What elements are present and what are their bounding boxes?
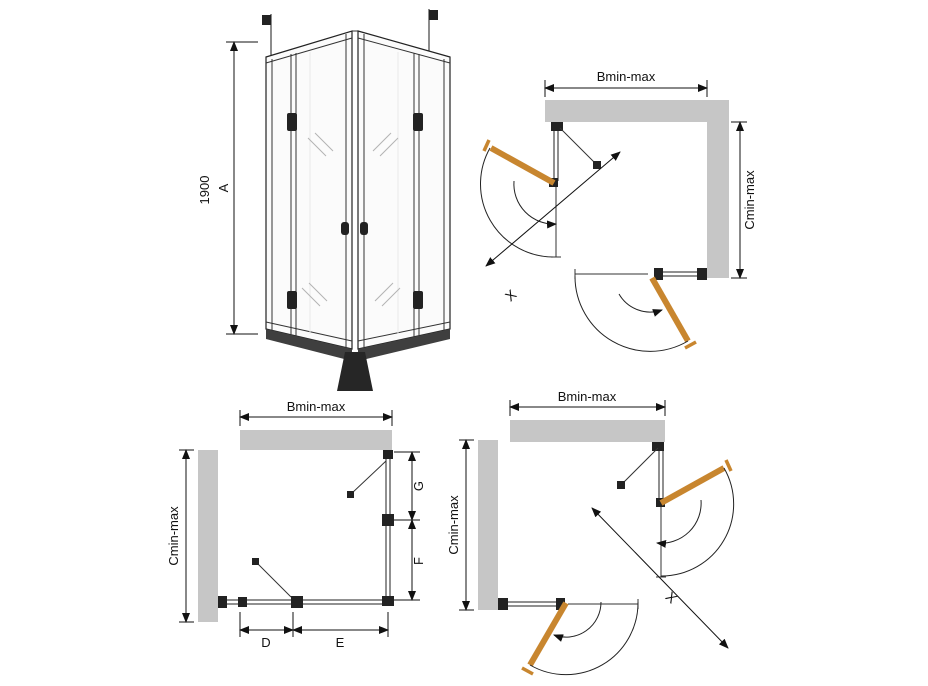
wall-top xyxy=(240,430,392,450)
base-left xyxy=(266,329,352,361)
entry-label: X xyxy=(663,588,681,607)
width-label: Bmin-max xyxy=(597,69,656,84)
hinge-icon xyxy=(413,113,423,131)
wall-right xyxy=(707,100,729,278)
support-bracket-left xyxy=(262,15,271,25)
hinge-icon xyxy=(656,498,665,507)
depth-label: Cmin-max xyxy=(742,170,757,230)
glass-panel-left xyxy=(265,30,353,350)
hinge-icon xyxy=(654,268,663,280)
glass-hatches xyxy=(301,132,401,307)
width-dimension: Bmin-max xyxy=(544,69,708,97)
width-label: Bmin-max xyxy=(287,399,346,414)
segment-e-label: E xyxy=(336,635,345,650)
height-letter-label: A xyxy=(216,183,231,192)
depth-dimension: Cmin-max xyxy=(731,121,757,279)
hinge-icon xyxy=(291,596,303,608)
segment-g-label: G xyxy=(411,481,426,491)
wall-profile xyxy=(383,450,393,459)
frame-right xyxy=(357,34,451,347)
hinge-icon xyxy=(617,481,625,489)
right-side-dimensions: G F xyxy=(394,451,426,601)
wall-profile xyxy=(551,122,563,131)
perspective-view: 1900 A xyxy=(197,9,451,391)
hinge-icon xyxy=(382,514,394,526)
wall-profile xyxy=(652,442,664,451)
hinge-icon xyxy=(252,558,259,565)
wall-top xyxy=(510,420,665,442)
height-dimension: 1900 A xyxy=(197,41,258,335)
width-dimension: Bmin-max xyxy=(239,399,393,426)
panel-half-open xyxy=(559,127,598,166)
door-ajar xyxy=(255,561,292,598)
door-handle-right xyxy=(360,222,368,235)
depth-label: Cmin-max xyxy=(166,506,181,566)
door-ajar xyxy=(350,460,387,495)
door-open-bottom xyxy=(649,276,691,343)
width-dimension: Bmin-max xyxy=(509,389,666,416)
wall-top xyxy=(545,100,729,122)
hinge-icon xyxy=(287,291,297,309)
entry-diagonal xyxy=(591,507,729,649)
wall-profile xyxy=(218,596,227,608)
plan-bottom-left: Bmin-max Cmin-max xyxy=(166,399,426,650)
door-handle-left xyxy=(341,222,349,235)
wall-profile xyxy=(697,268,707,280)
entry-diagonal xyxy=(485,151,621,267)
segment-d-label: D xyxy=(261,635,270,650)
door-handle-icon xyxy=(521,666,534,676)
base-right xyxy=(358,329,450,361)
wall-profile xyxy=(498,598,508,610)
depth-dimension: Cmin-max xyxy=(446,439,474,611)
plan-top-right: Bmin-max Cmin-max xyxy=(480,69,757,352)
door-handle-icon xyxy=(684,340,697,350)
hinge-icon xyxy=(287,113,297,131)
plan-bottom-right: Bmin-max Cmin-max xyxy=(446,389,735,676)
door-open-left xyxy=(489,145,556,186)
width-label: Bmin-max xyxy=(558,389,617,404)
hinge-icon xyxy=(556,598,565,610)
door-swing-arc xyxy=(574,275,689,352)
bottom-side-dimensions: D E xyxy=(239,612,389,650)
panel-half-open xyxy=(620,447,659,486)
corner-profile xyxy=(382,596,394,606)
door-open-right xyxy=(659,465,726,506)
swing-direction-arrow xyxy=(618,293,663,317)
hinge-icon xyxy=(238,597,247,607)
base-center-foot xyxy=(337,352,373,391)
entry-label: X xyxy=(502,286,520,305)
height-label: 1900 xyxy=(197,176,212,205)
segment-f-label: F xyxy=(411,557,426,565)
door-handle-icon xyxy=(482,139,491,152)
wall-left xyxy=(478,440,498,610)
support-bracket-right xyxy=(429,10,438,20)
hinge-icon xyxy=(593,161,601,169)
door-handle-icon xyxy=(724,459,733,472)
depth-dimension: Cmin-max xyxy=(166,449,194,623)
depth-label: Cmin-max xyxy=(446,495,461,555)
hinge-icon xyxy=(347,491,354,498)
hinge-icon xyxy=(413,291,423,309)
door-open-bottom xyxy=(527,601,569,667)
swing-direction-arrow xyxy=(513,180,557,229)
wall-left xyxy=(198,450,218,622)
frame-left xyxy=(265,34,353,347)
glass-panel-right xyxy=(357,30,451,350)
